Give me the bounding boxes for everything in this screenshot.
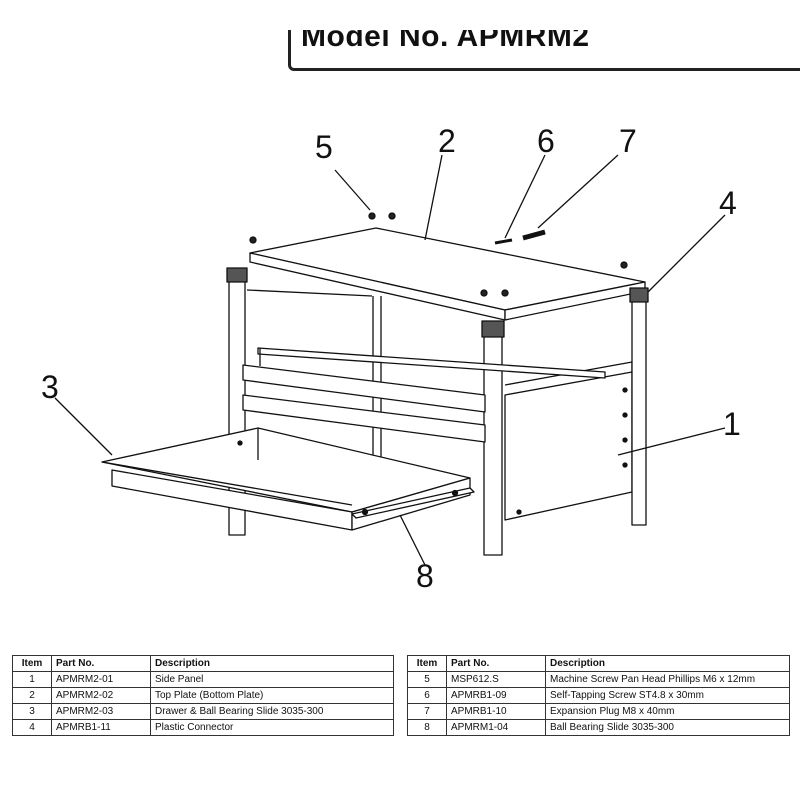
header-item: Item bbox=[407, 655, 447, 672]
back-right-leg bbox=[629, 287, 649, 526]
side-panel bbox=[504, 361, 633, 521]
callout-1: 1 bbox=[723, 406, 741, 442]
item-cell: 7 bbox=[407, 703, 447, 720]
item-cell: 8 bbox=[407, 719, 447, 736]
item-cell: 3 bbox=[12, 703, 52, 720]
part-no-cell: APMRB1-10 bbox=[446, 703, 546, 720]
table-row: 3 APMRM2-03 Drawer & Ball Bearing Slide … bbox=[12, 703, 394, 720]
header-item: Item bbox=[12, 655, 52, 672]
description-cell: Self-Tapping Screw ST4.8 x 30mm bbox=[545, 687, 790, 704]
part-no-cell: APMRB1-11 bbox=[51, 719, 151, 736]
table-row: 5 MSP612.S Machine Screw Pan Head Philli… bbox=[407, 671, 790, 688]
leader-lines bbox=[54, 154, 726, 566]
header-part-no: Part No. bbox=[51, 655, 151, 672]
top-plate bbox=[249, 227, 646, 321]
parts-table-right: Item Part No. Description 5 MSP612.S Mac… bbox=[407, 655, 790, 736]
table-row: 6 APMRB1-09 Self-Tapping Screw ST4.8 x 3… bbox=[407, 687, 790, 704]
header-description: Description bbox=[545, 655, 790, 672]
part-no-cell: MSP612.S bbox=[446, 671, 546, 688]
item-cell: 1 bbox=[12, 671, 52, 688]
item-cell: 5 bbox=[407, 671, 447, 688]
part-no-cell: APMRM1-04 bbox=[446, 719, 546, 736]
part-no-cell: APMRM2-03 bbox=[51, 703, 151, 720]
item-cell: 4 bbox=[12, 719, 52, 736]
table-row: 7 APMRB1-10 Expansion Plug M8 x 40mm bbox=[407, 703, 790, 720]
parts-table-left: Item Part No. Description 1 APMRM2-01 Si… bbox=[12, 655, 394, 736]
upper-drawer bbox=[242, 347, 606, 443]
description-cell: Side Panel bbox=[150, 671, 394, 688]
description-cell: Machine Screw Pan Head Phillips M6 x 12m… bbox=[545, 671, 790, 688]
header-description: Description bbox=[150, 655, 394, 672]
callout-6: 6 bbox=[537, 123, 555, 159]
exploded-view-diagram: 1 2 3 4 5 6 7 8 bbox=[41, 123, 741, 594]
pan-head-screws bbox=[249, 212, 628, 297]
item-cell: 2 bbox=[12, 687, 52, 704]
open-drawer bbox=[101, 427, 471, 531]
table-row: 1 APMRM2-01 Side Panel bbox=[12, 671, 394, 688]
self-tapping-screw bbox=[494, 238, 513, 245]
table-row: 8 APMRM1-04 Ball Bearing Slide 3035-300 bbox=[407, 719, 790, 736]
callout-5: 5 bbox=[315, 129, 333, 165]
part-no-cell: APMRB1-09 bbox=[446, 687, 546, 704]
callout-8: 8 bbox=[416, 558, 434, 594]
header-part-no: Part No. bbox=[446, 655, 546, 672]
description-cell: Plastic Connector bbox=[150, 719, 394, 736]
description-cell: Top Plate (Bottom Plate) bbox=[150, 687, 394, 704]
description-cell: Expansion Plug M8 x 40mm bbox=[545, 703, 790, 720]
callout-4: 4 bbox=[719, 185, 737, 221]
description-cell: Ball Bearing Slide 3035-300 bbox=[545, 719, 790, 736]
callout-2: 2 bbox=[438, 123, 456, 159]
callout-7: 7 bbox=[619, 123, 637, 159]
ball-bearing-slide bbox=[351, 487, 475, 519]
callout-3: 3 bbox=[41, 369, 59, 405]
model-title-box: Model No. APMRM2 bbox=[288, 30, 800, 71]
table-row: 4 APMRB1-11 Plastic Connector bbox=[12, 719, 394, 736]
expansion-plug bbox=[522, 229, 546, 241]
table-row: 2 APMRM2-02 Top Plate (Bottom Plate) bbox=[12, 687, 394, 704]
part-no-cell: APMRM2-02 bbox=[51, 687, 151, 704]
model-title: Model No. APMRM2 bbox=[301, 30, 590, 53]
item-cell: 6 bbox=[407, 687, 447, 704]
front-right-leg bbox=[481, 320, 505, 556]
part-no-cell: APMRM2-01 bbox=[51, 671, 151, 688]
description-cell: Drawer & Ball Bearing Slide 3035-300 bbox=[150, 703, 394, 720]
